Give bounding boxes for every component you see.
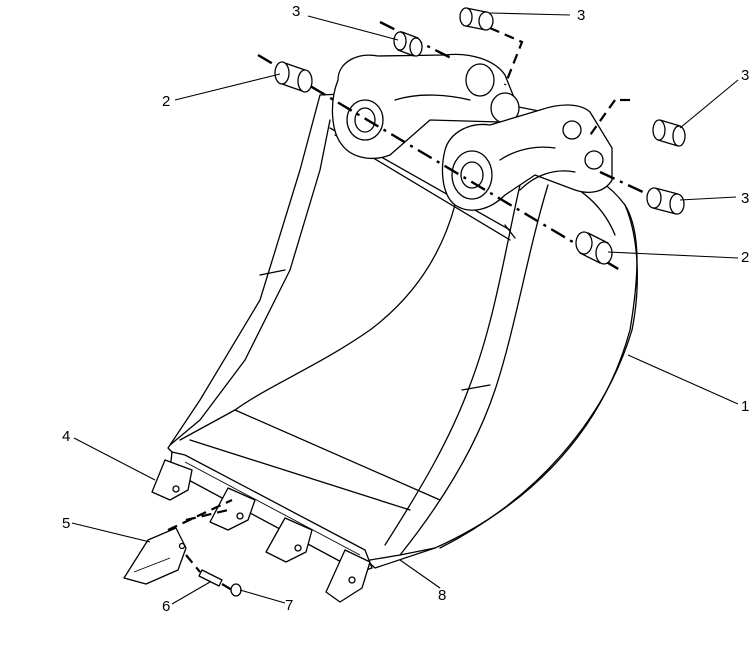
callout-2-left: 2 (162, 93, 170, 110)
bushing-3-right-lower (646, 187, 685, 215)
callout-3-right-lower: 3 (741, 190, 749, 207)
tooth-adapter-b (209, 487, 256, 531)
callout-3-right-upper: 3 (741, 67, 749, 84)
bushing-2-left (274, 61, 313, 93)
callout-3-top-left: 3 (292, 3, 300, 20)
bushing-3-right-upper (652, 119, 686, 147)
callout-2-right: 2 (741, 249, 749, 266)
callout-1: 1 (741, 398, 749, 415)
bushing-2-right (575, 231, 613, 265)
callout-8: 8 (438, 587, 446, 604)
exploded-tooth-5 (123, 499, 233, 585)
tooth-adapter-4 (151, 459, 193, 501)
callout-7: 7 (285, 597, 293, 614)
callout-labels: 1 2 2 3 3 3 3 4 5 6 7 8 (62, 3, 749, 615)
bushing-3-top (459, 7, 494, 31)
callout-3-top-right: 3 (577, 7, 585, 24)
tooth-adapter-d (325, 549, 371, 603)
retainer-7 (221, 583, 242, 597)
callout-4: 4 (62, 428, 70, 445)
callout-6: 6 (162, 598, 170, 615)
callout-5: 5 (62, 515, 70, 532)
tooth-pin-6 (185, 554, 223, 587)
bushing-3-top-left (393, 31, 423, 57)
leader-lines (71, 12, 739, 605)
tooth-adapter-c (265, 517, 313, 563)
left-ear (331, 53, 520, 159)
